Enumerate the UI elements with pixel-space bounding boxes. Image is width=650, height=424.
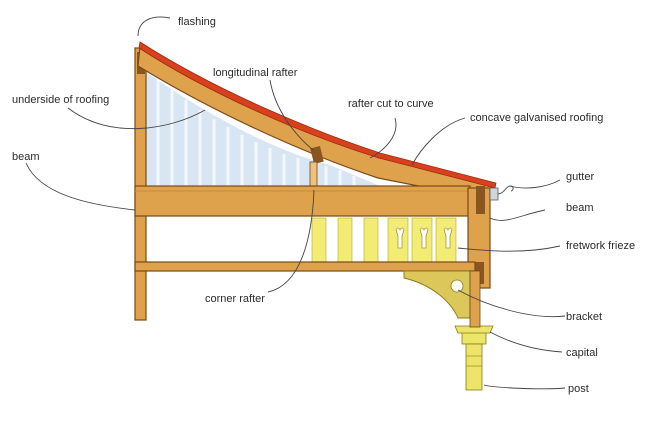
- label-longitudinal-rafter: longitudinal rafter: [213, 67, 298, 79]
- label-concave-galvanised-roofing: concave galvanised roofing: [470, 112, 603, 124]
- label-corner-rafter: corner rafter: [205, 293, 265, 305]
- upper-post: [469, 270, 481, 328]
- leader-lines: [25, 16, 566, 390]
- left-wall-post: [134, 47, 147, 321]
- bracket: [403, 270, 471, 319]
- underside-of-roofing-panel: [146, 72, 380, 186]
- fretwork-frieze: [311, 217, 457, 263]
- label-gutter: gutter: [566, 171, 594, 183]
- corner-rafter: [309, 161, 318, 189]
- gutter: [489, 187, 499, 201]
- right-beam-joint: [476, 186, 485, 214]
- label-beam-right: beam: [566, 202, 594, 214]
- gutter-hook-icon: [497, 185, 514, 195]
- label-bracket: bracket: [566, 311, 602, 323]
- label-fretwork-frieze: fretwork frieze: [566, 240, 635, 252]
- label-capital: capital: [566, 347, 598, 359]
- post: [461, 331, 487, 391]
- lower-beam: [134, 261, 476, 272]
- label-rafter-cut-to-curve: rafter cut to curve: [348, 98, 434, 110]
- label-flashing: flashing: [178, 16, 216, 28]
- label-post: post: [568, 383, 589, 395]
- label-underside-of-roofing: underside of roofing: [12, 94, 109, 106]
- bracket-hole: [450, 279, 464, 293]
- corner-rafter-block: [310, 146, 324, 164]
- label-beam-left: beam: [12, 151, 40, 163]
